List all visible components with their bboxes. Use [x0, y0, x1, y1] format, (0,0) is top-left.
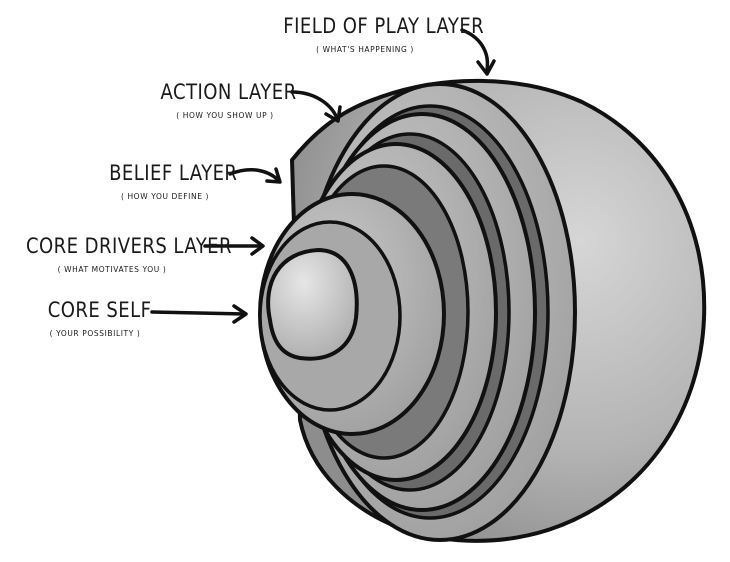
core-self-shape: [266, 247, 359, 361]
label-core-self: CORE SELF ( YOUR POSSIBILITY ): [40, 298, 152, 338]
arrow-belief: [228, 167, 282, 184]
arrow-core-drivers: [203, 236, 265, 256]
label-belief: BELIEF LAYER ( HOW YOU DEFINE ): [100, 161, 238, 201]
core-self-subtitle: ( YOUR POSSIBILITY ): [49, 329, 141, 338]
label-core-drivers: CORE DRIVERS LAYER ( WHAT MOTIVATES YOU …: [12, 234, 232, 274]
arrow-core-self: [150, 304, 248, 324]
field-of-play-title: FIELD OF PLAY LAYER: [283, 14, 485, 38]
arrow-field-of-play: [460, 28, 496, 76]
label-action: ACTION LAYER ( HOW YOU SHOW UP ): [150, 82, 300, 120]
arrow-action: [290, 90, 342, 123]
action-subtitle: ( HOW YOU SHOW UP ): [176, 111, 274, 120]
label-field-of-play: FIELD OF PLAY LAYER ( WHAT'S HAPPENING ): [270, 14, 485, 54]
core-self-title: CORE SELF: [47, 298, 152, 322]
action-title: ACTION LAYER: [160, 80, 297, 104]
core-drivers-subtitle: ( WHAT MOTIVATES YOU ): [57, 265, 167, 274]
field-of-play-subtitle: ( WHAT'S HAPPENING ): [316, 45, 414, 54]
core-drivers-title: CORE DRIVERS LAYER: [26, 234, 232, 258]
belief-title: BELIEF LAYER: [109, 161, 238, 185]
belief-subtitle: ( HOW YOU DEFINE ): [120, 192, 210, 201]
